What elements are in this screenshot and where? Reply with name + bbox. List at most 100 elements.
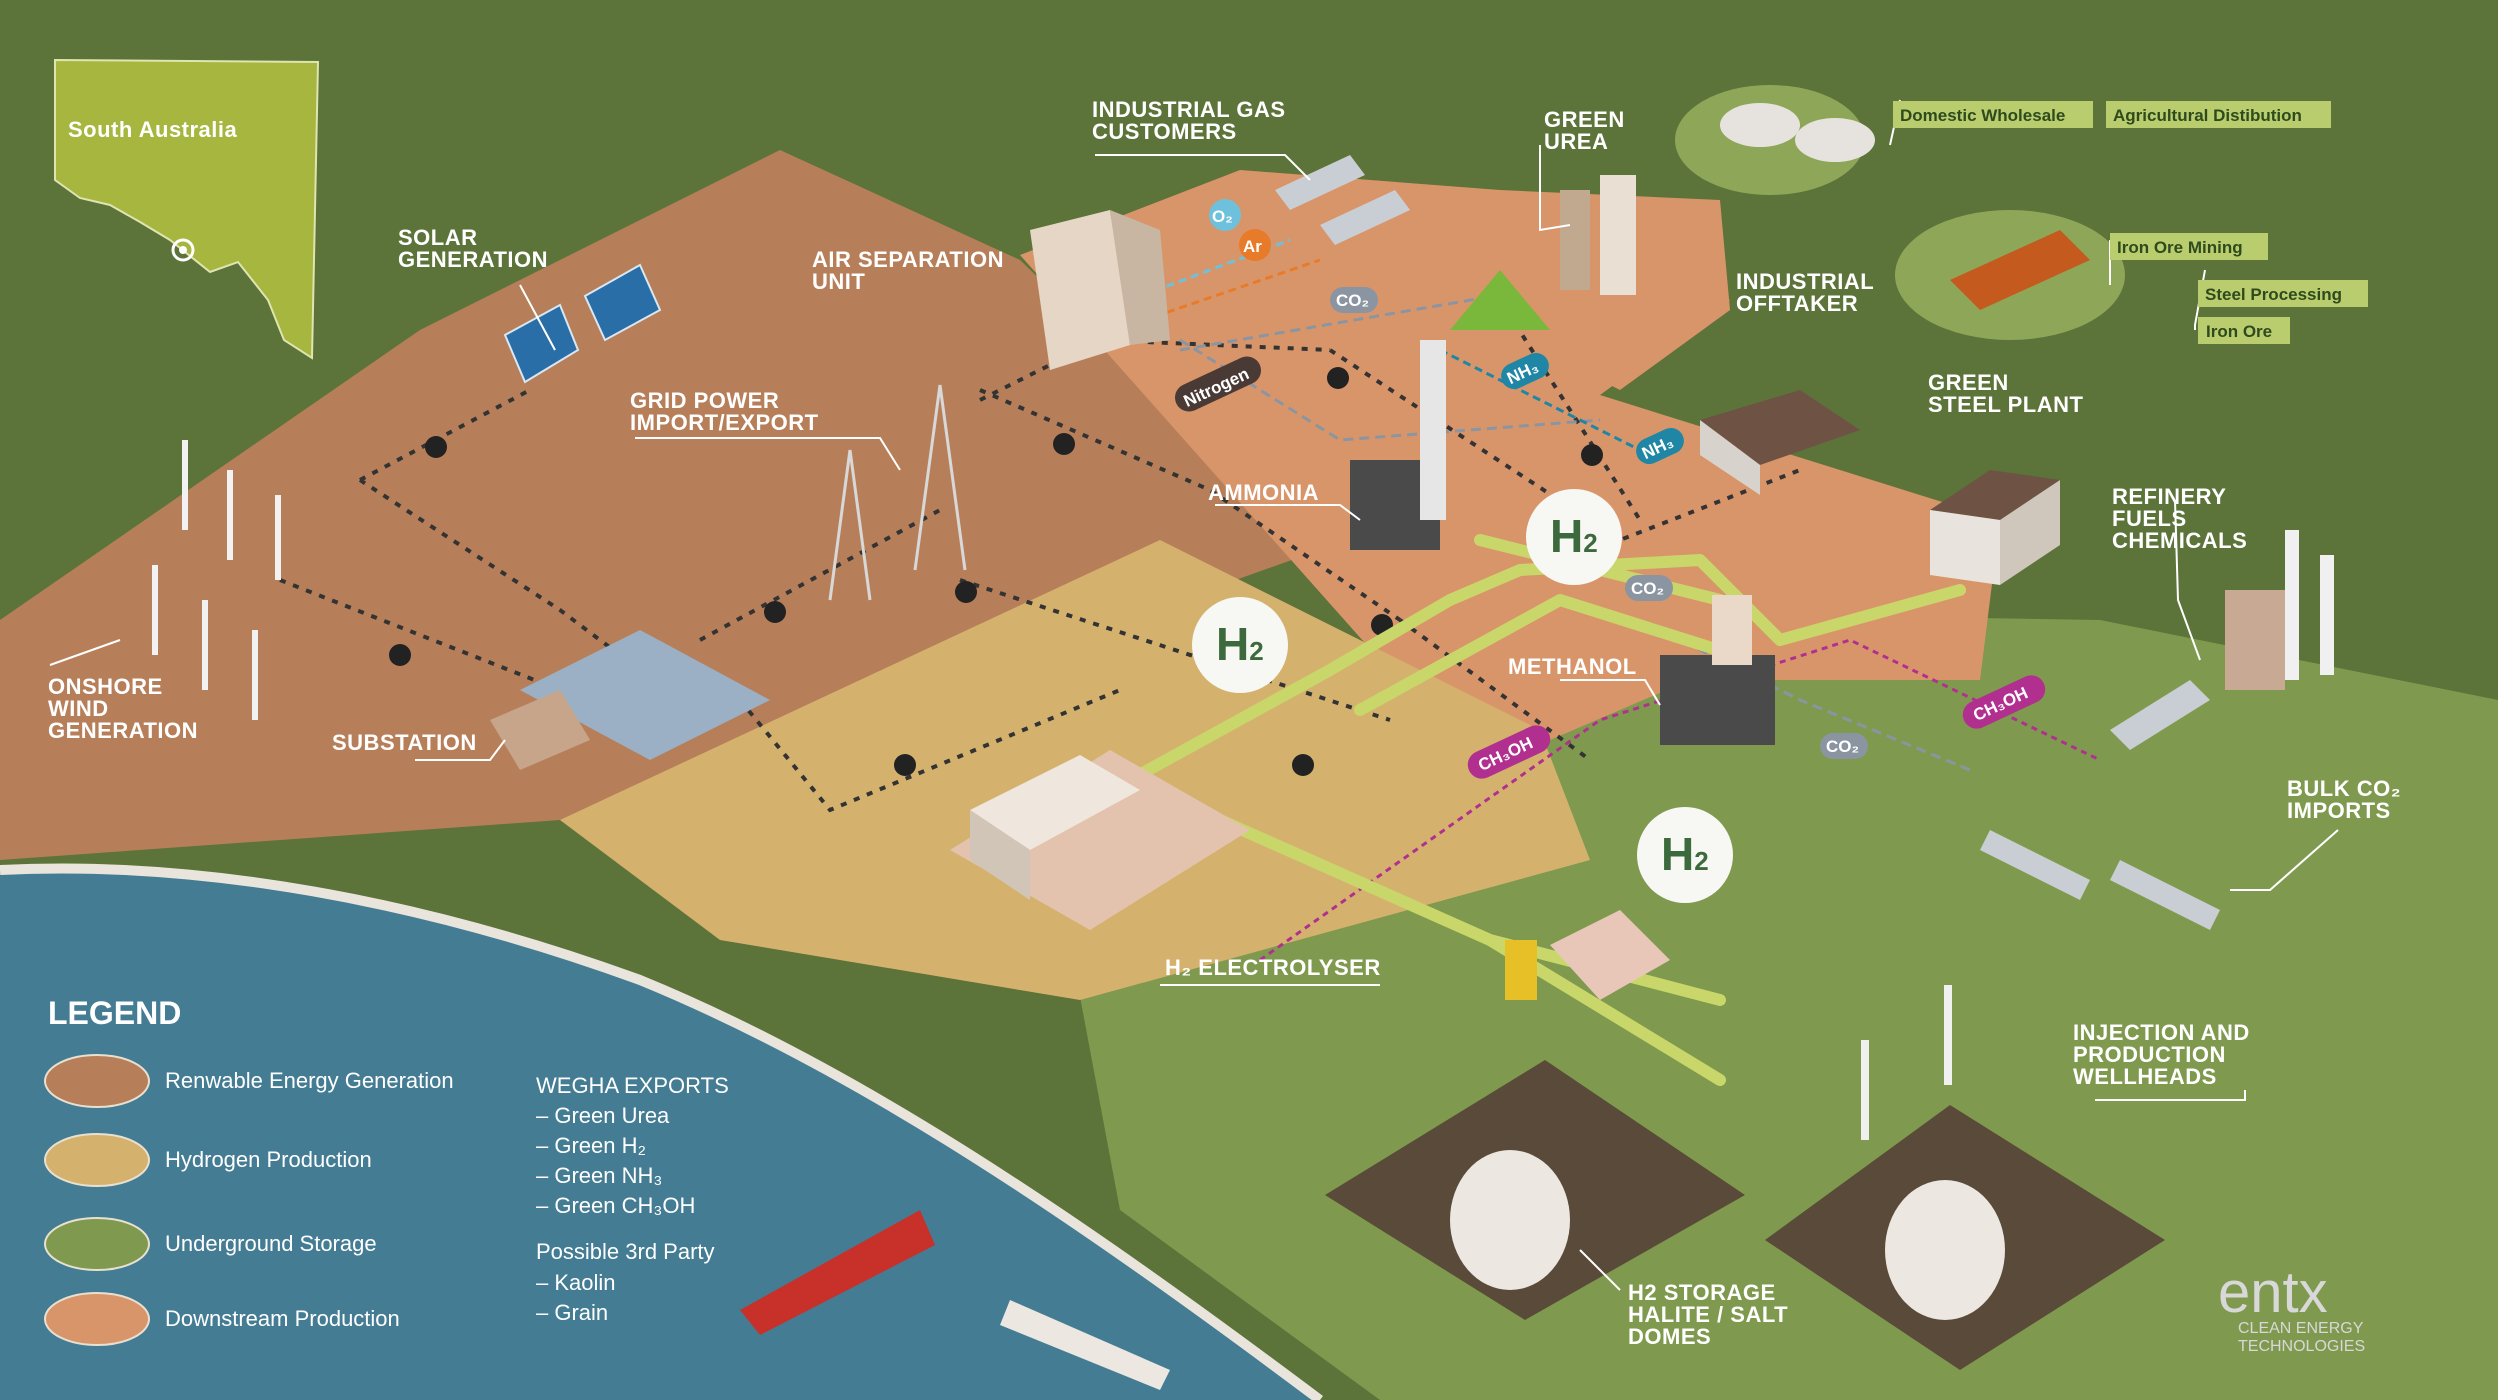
ammonia-plant-icon	[1350, 340, 1446, 550]
domestic-wholesale-text: Domestic Wholesale	[1900, 106, 2065, 125]
agricultural-distribution-text: Agricultural Distibution	[2113, 106, 2302, 125]
urea-pile-icon	[1450, 270, 1550, 330]
ammonia-flow-line	[1439, 348, 1661, 462]
legend-item-label: Hydrogen Production	[165, 1147, 372, 1172]
co2-label: CO₂	[1826, 737, 1859, 756]
co2-label: CO₂	[1631, 579, 1664, 598]
o2-label: O₂	[1212, 207, 1233, 226]
location-marker-dot	[179, 246, 187, 254]
exports-item: – Green Urea	[536, 1103, 670, 1128]
pylon-icon	[828, 384, 967, 601]
location-marker-icon	[171, 238, 195, 262]
domestic-wholesale-tag	[1893, 101, 2093, 128]
third-party-title: Possible 3rd Party	[536, 1239, 715, 1264]
h2-badge: H2	[1192, 597, 1288, 693]
gas-truck-icon	[1275, 155, 1410, 245]
steel-processing-text: Steel Processing	[2205, 285, 2342, 304]
solar-panel-icon	[503, 263, 662, 384]
h2-badge: H2	[1526, 489, 1622, 585]
iron-ore-mining-text: Iron Ore Mining	[2117, 238, 2243, 257]
green-steel-plant-icon	[1930, 470, 2060, 585]
tanker-truck-icon	[1980, 680, 2220, 930]
exports-item: – Green NH₃	[536, 1163, 662, 1188]
co2-pill	[1625, 575, 1673, 601]
nitrogen-pill	[1174, 356, 1262, 412]
nh3-pill	[1501, 352, 1549, 390]
ch3oh-pill	[1962, 675, 2046, 729]
ar-label: Ar	[1243, 237, 1262, 256]
ar-bubble	[1239, 229, 1271, 261]
legend-item-label: Downstream Production	[165, 1306, 400, 1331]
exports-item: – Green H₂	[536, 1133, 646, 1158]
sea	[0, 868, 1320, 1400]
iron-ore-text: Iron Ore	[2206, 322, 2272, 341]
h2-badge: H2	[1637, 807, 1733, 903]
nh3-pill	[1636, 427, 1684, 465]
methanol-flow-line	[1259, 638, 2101, 962]
svg-text:H2: H2	[1661, 828, 1709, 880]
third-party-item: – Kaolin	[536, 1270, 616, 1295]
svg-text:H2: H2	[1216, 618, 1264, 670]
shoreline	[0, 863, 1323, 1400]
svg-text:H2: H2	[1550, 510, 1598, 562]
ch3oh-pill	[1467, 725, 1551, 779]
iron-ore-mining-tag	[2110, 233, 2268, 260]
logo-tagline: TECHNOLOGIES	[2238, 1338, 2365, 1355]
agricultural-distribution-tag	[2106, 101, 2331, 128]
co2-pill	[1330, 287, 1378, 313]
container-ship-icon	[1000, 1300, 1170, 1390]
iron-ore-tag	[2198, 317, 2290, 344]
logo-wordmark: entx	[2218, 1260, 2328, 1325]
substation-icon	[490, 630, 770, 770]
logo-tagline: CLEAN ENERGY	[2238, 1320, 2364, 1337]
legend-item-label: Renwable Energy Generation	[165, 1068, 454, 1093]
electrolyser-label: H₂ ELECTROLYSER	[1165, 955, 1381, 980]
o2-bubble	[1209, 199, 1241, 231]
leader-lines	[49, 99, 2339, 1291]
methanol-plant-icon	[1660, 595, 1775, 745]
renewable-zone	[0, 150, 1320, 860]
legend-swatch	[44, 1133, 150, 1187]
lng-ship-icon	[740, 1210, 935, 1335]
third-party-item: – Grain	[536, 1300, 608, 1325]
refinery-icon	[2225, 530, 2334, 690]
power-node-icons	[389, 367, 1603, 776]
methanol-label: METHANOL	[1508, 654, 1637, 679]
co2-label: CO₂	[1336, 291, 1369, 310]
legend-swatch	[44, 1217, 150, 1271]
legend-swatch	[44, 1054, 150, 1108]
warehouse-icon	[1675, 85, 1875, 195]
region-label: South Australia	[68, 117, 238, 142]
legend-item-label: Underground Storage	[165, 1231, 377, 1256]
air-separation-unit-icon	[1030, 210, 1170, 370]
legend-swatch	[44, 1292, 150, 1346]
co2-pill	[1820, 733, 1868, 759]
iron-ore-mining-icon	[1895, 210, 2125, 340]
gas-tank-icon	[1505, 910, 1670, 1000]
salt-dome-storage-icon	[1325, 1060, 2165, 1370]
wellhead-icon	[1861, 985, 1952, 1140]
exports-title: WEGHA EXPORTS	[536, 1073, 729, 1098]
electrolyser-building-icon	[950, 750, 1250, 930]
substation-label: SUBSTATION	[332, 730, 477, 755]
co2-flow-line	[1179, 293, 1971, 772]
steel-processing-tag	[2198, 280, 2368, 307]
industrial-offtaker-icon	[1700, 390, 1860, 495]
south-australia-map	[54, 58, 320, 360]
hydrogen-pipeline	[1124, 534, 1966, 1086]
ammonia-label: AMMONIA	[1208, 480, 1319, 505]
exports-item: – Green CH₃OH	[536, 1193, 695, 1218]
